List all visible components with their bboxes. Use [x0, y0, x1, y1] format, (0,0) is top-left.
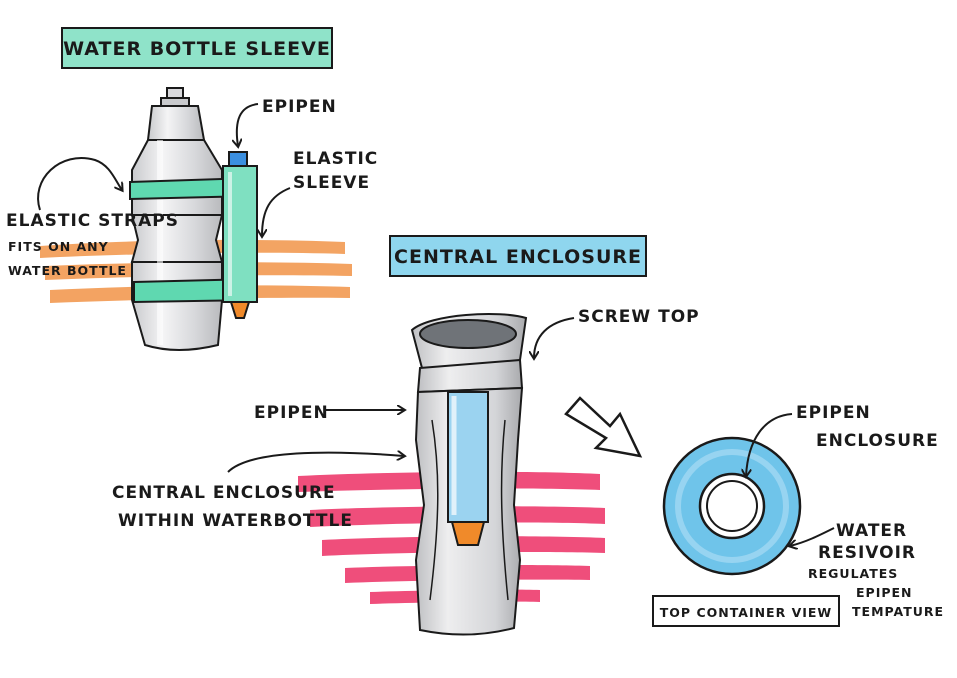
sleeve-title-bg — [61, 27, 333, 69]
label-elastic-sleeve-2: SLEEVE — [293, 173, 370, 193]
central-title-bg — [389, 235, 647, 277]
top-view-title-bg — [652, 595, 840, 627]
top-view-section: EPIPEN ENCLOSURE WATER RESIVOIR REGULATE… — [652, 403, 944, 627]
central-title: CENTRAL ENCLOSURE — [394, 246, 642, 268]
label-epipen-enclosure-1: EPIPEN — [796, 403, 871, 423]
top-view-title-box: TOP CONTAINER VIEW — [652, 595, 840, 627]
epipen-cap-blue — [228, 151, 248, 167]
curved-leader-arrow-icon — [237, 103, 259, 146]
curved-leader-arrow-icon — [37, 157, 122, 211]
central-water-bottle — [410, 313, 528, 636]
epipen-enclosure-hole — [698, 472, 766, 540]
label-epipen-top: EPIPEN — [262, 97, 337, 117]
elastic-sleeve — [222, 151, 258, 319]
curved-leader-arrow-icon — [746, 413, 793, 476]
label-fits-2: WATER BOTTLE — [8, 263, 127, 278]
central-epipen-tip — [450, 521, 486, 546]
epipen-tip-orange — [229, 301, 251, 319]
sleeve-title-box: WATER BOTTLE SLEEVE — [61, 27, 333, 69]
central-title-box: CENTRAL ENCLOSURE — [389, 235, 647, 277]
label-screw-top: SCREW TOP — [578, 307, 700, 327]
label-regulates-1: REGULATES — [808, 566, 898, 581]
curved-leader-arrow-icon — [262, 187, 291, 236]
curved-leader-arrow-icon — [227, 453, 404, 473]
top-view-title: TOP CONTAINER VIEW — [660, 605, 832, 620]
label-fits-1: FITS ON ANY — [8, 239, 109, 254]
top-view-ring — [662, 436, 802, 576]
label-water-2: RESIVOIR — [818, 543, 916, 563]
hollow-arrow-right-down-icon — [564, 396, 643, 458]
sleeve-title: WATER BOTTLE SLEEVE — [63, 38, 331, 60]
label-water-1: WATER — [836, 521, 907, 541]
label-regulates-3: TEMPATURE — [852, 604, 944, 619]
label-elastic-straps: ELASTIC STRAPS — [6, 211, 179, 231]
label-central-within-2: WITHIN WATERBOTTLE — [118, 511, 353, 531]
central-section: CENTRAL ENCLOSURE SCREW TOP EPIPEN CENTR — [112, 235, 700, 636]
central-leader-arrows — [227, 317, 575, 473]
sleeve-leader-arrows — [37, 103, 291, 236]
top-view-leader-arrows — [746, 413, 835, 546]
label-epipen-mid: EPIPEN — [254, 403, 329, 423]
label-elastic-sleeve-1: ELASTIC — [293, 149, 378, 169]
curved-leader-arrow-icon — [790, 527, 835, 546]
curved-leader-arrow-icon — [534, 317, 575, 358]
label-regulates-2: EPIPEN — [856, 585, 913, 600]
label-central-within-1: CENTRAL ENCLOSURE — [112, 483, 336, 503]
label-epipen-enclosure-2: ENCLOSURE — [816, 431, 939, 451]
sleeve-section: WATER BOTTLE SLEEVE — [6, 27, 378, 351]
